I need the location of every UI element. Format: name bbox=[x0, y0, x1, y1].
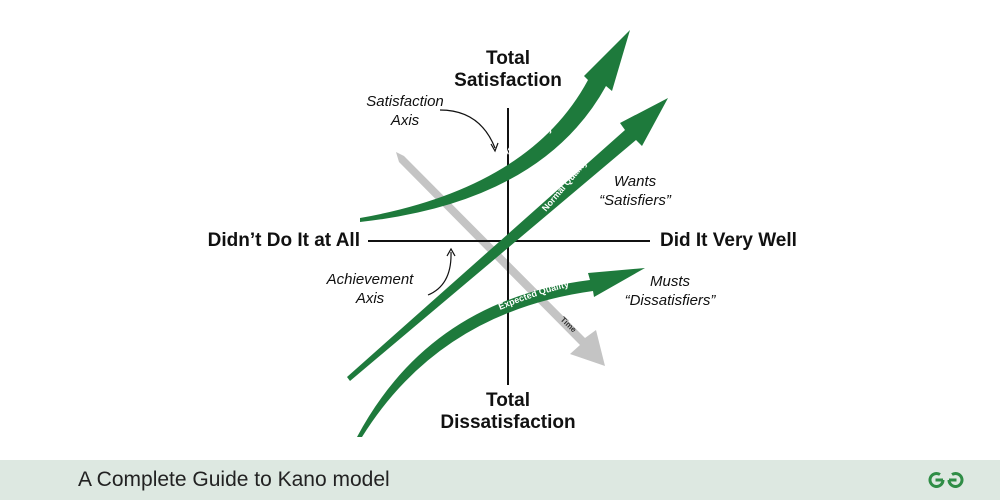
geeksforgeeks-logo-icon[interactable] bbox=[928, 471, 964, 494]
kano-diagram-svg: Exciting Quality Normal Quality Expected… bbox=[347, 30, 668, 437]
wants-annotation: Wants “Satisfiers” bbox=[570, 172, 700, 210]
top-axis-label: Total Satisfaction bbox=[408, 48, 608, 92]
achievement-axis-pointer bbox=[427, 247, 456, 296]
exciting-quality-curve bbox=[360, 30, 630, 222]
bottom-axis-label-line2: Dissatisfaction bbox=[440, 412, 576, 433]
wants-annotation-line2: “Satisfiers” bbox=[599, 192, 671, 209]
bottom-axis-label-line1: Total bbox=[486, 390, 530, 411]
musts-annotation-line2: “Dissatisfiers” bbox=[624, 292, 716, 309]
satisfaction-axis-pointer bbox=[439, 109, 499, 153]
top-axis-label-line2: Satisfaction bbox=[454, 70, 562, 91]
musts-annotation: Musts “Dissatisfiers” bbox=[600, 272, 740, 310]
right-axis-label: Did It Very Well bbox=[660, 230, 797, 251]
footer-bar: A Complete Guide to Kano model bbox=[0, 460, 1000, 500]
bottom-axis-label: Total Dissatisfaction bbox=[398, 390, 618, 434]
musts-annotation-line1: Musts bbox=[649, 273, 690, 290]
achievement-axis-annotation: Achievement Axis bbox=[305, 270, 435, 308]
left-axis-label: Didn’t Do It at All bbox=[207, 230, 360, 251]
achievement-axis-annotation-line1: Achievement bbox=[326, 271, 414, 288]
wants-annotation-line1: Wants bbox=[613, 173, 657, 190]
satisfaction-axis-annotation-line2: Axis bbox=[390, 112, 420, 129]
top-axis-label-line1: Total bbox=[486, 48, 530, 69]
satisfaction-axis-annotation: Satisfaction Axis bbox=[340, 92, 470, 130]
kano-diagram: Exciting Quality Normal Quality Expected… bbox=[207, 30, 797, 437]
satisfaction-axis-annotation-line1: Satisfaction bbox=[366, 93, 444, 110]
footer-title: A Complete Guide to Kano model bbox=[78, 468, 390, 491]
achievement-axis-annotation-line2: Axis bbox=[355, 290, 385, 307]
time-arrow bbox=[396, 152, 605, 366]
normal-quality-curve bbox=[347, 98, 668, 381]
